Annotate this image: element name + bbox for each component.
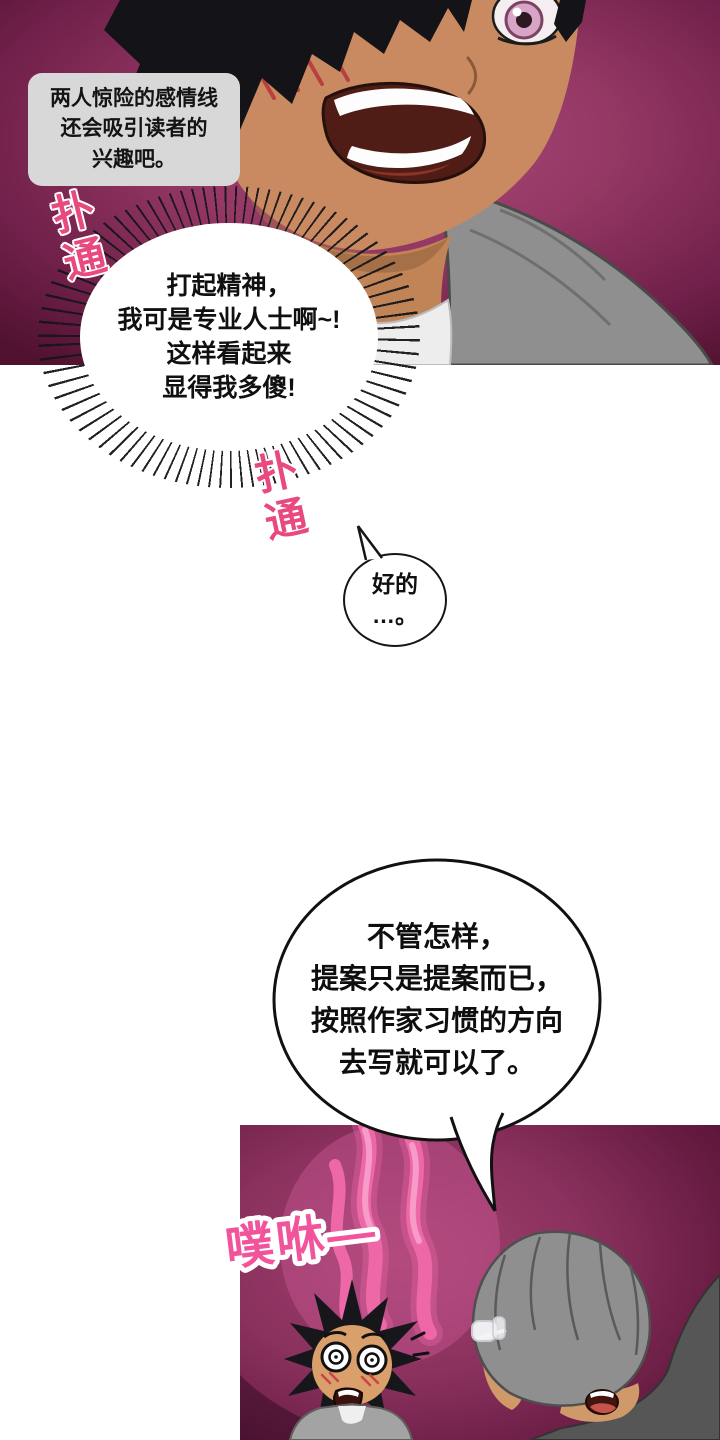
caption-line: 还会吸引读者的 — [60, 117, 208, 141]
burst-line: 显得我多傻! — [162, 374, 296, 402]
proposal-line: 不管怎样， — [366, 921, 507, 952]
lower-eyelid — [497, 34, 557, 46]
hair-side — [554, 0, 586, 42]
reply-bubble-tail — [356, 525, 383, 561]
pink-flames — [280, 1125, 500, 1365]
editor-hair — [471, 1230, 652, 1407]
burst-line: 我可是专业人士啊~! — [117, 306, 341, 334]
burst-line: 这样看起来 — [166, 340, 292, 368]
editor-mouth — [585, 1389, 619, 1415]
writer-collar — [338, 1406, 366, 1424]
writer-eyebrows — [323, 1331, 385, 1340]
shirt-folds — [469, 208, 612, 327]
mouth — [321, 81, 487, 184]
lower-teeth — [347, 136, 471, 169]
proposal-bubble-tail — [451, 1113, 503, 1211]
editor-hair-strands — [494, 1232, 640, 1356]
nose — [466, 56, 478, 95]
burst-line: 打起精神， — [166, 272, 292, 300]
caption-line: 两人惊险的感情线 — [50, 87, 218, 110]
caption-line: 兴趣吧。 — [92, 147, 176, 171]
sfx-thud-text: 噗咻— — [223, 1205, 381, 1276]
writer-blush — [320, 1371, 380, 1387]
proposal-line: 按照作家习惯的方向 — [310, 1005, 563, 1036]
writer-eyes — [320, 1341, 388, 1376]
upper-teeth — [334, 88, 474, 116]
reply-bubble: 好的 …。 — [343, 553, 447, 647]
proposal-bubble — [272, 858, 602, 1212]
corner-shadow — [240, 1375, 360, 1440]
proposal-bubble-text: 不管怎样， 提案只是提案而已， 按照作家习惯的方向 去写就可以了。 — [287, 916, 587, 1084]
reply-line: …。 — [372, 602, 418, 628]
eye — [491, 0, 563, 46]
proposal-line: 提案只是提案而已， — [310, 963, 563, 994]
shirt-shoulder — [438, 183, 714, 365]
writer-character — [284, 1279, 430, 1440]
caption-bubble: 两人惊险的感情线 还会吸引读者的 兴趣吧。 — [28, 73, 240, 187]
shock-ticks — [410, 1331, 430, 1357]
editor-clothes — [529, 1273, 720, 1440]
tongue — [360, 164, 450, 176]
sfx-thud: 噗咻— — [218, 1200, 386, 1281]
editor-glasses — [471, 1316, 507, 1342]
editor-character — [471, 1230, 720, 1440]
burst-thought-bubble: 打起精神， 我可是专业人士啊~! 这样看起来 显得我多傻! — [80, 223, 378, 451]
proposal-line: 去写就可以了。 — [338, 1047, 535, 1078]
reply-line: 好的 — [372, 570, 418, 597]
eye-highlight — [512, 7, 522, 17]
pupil — [516, 12, 532, 28]
